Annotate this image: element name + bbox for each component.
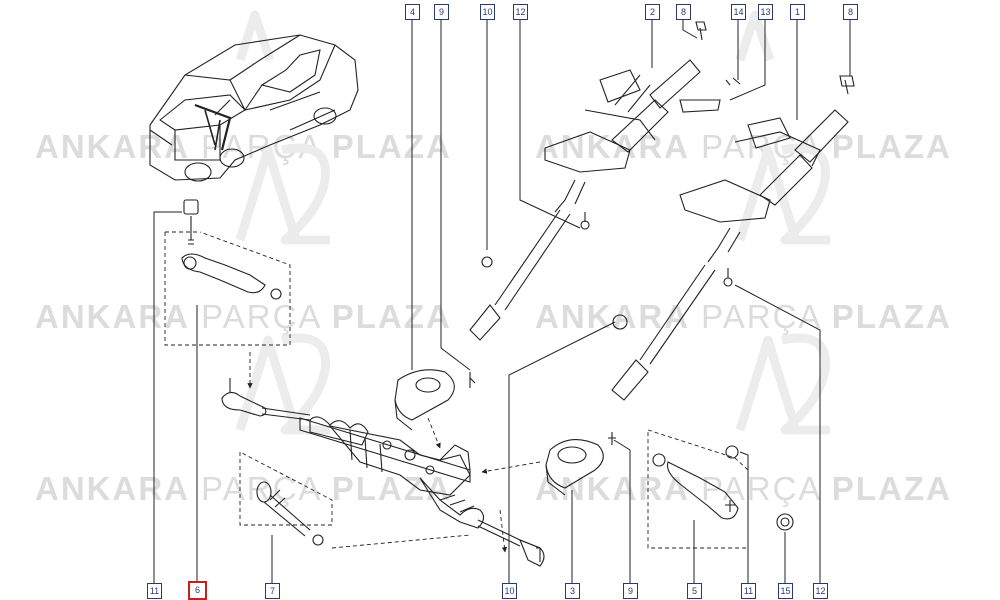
steering-column-upper-right — [608, 75, 855, 445]
watermark-logo — [235, 10, 830, 435]
steering-rack — [299, 416, 541, 549]
callout-part-1: 1 — [790, 4, 805, 20]
callout-part-4: 4 — [405, 4, 420, 20]
watermark-text: ANKARA PARÇA PLAZA — [535, 298, 952, 335]
callout-part-8: 8 — [676, 4, 691, 20]
callout-part-8: 8 — [843, 4, 858, 20]
callout-part-14: 14 — [731, 4, 746, 20]
tie-rod-end-right — [647, 429, 794, 549]
assembly-arrows — [247, 352, 541, 553]
callout-part-10: 10 — [480, 4, 495, 20]
callout-part-7: 7 — [265, 583, 280, 599]
callout-part-12: 12 — [813, 583, 828, 599]
callout-part-2: 2 — [645, 4, 660, 20]
callout-part-12: 12 — [513, 4, 528, 20]
callout-part-15: 15 — [778, 583, 793, 599]
watermark-text: ANKARA PARÇA PLAZA — [35, 298, 452, 335]
rack-mount-bracket-left — [394, 369, 455, 431]
callout-part-5: 5 — [687, 583, 702, 599]
callout-part-11: 11 — [147, 583, 162, 599]
callout-part-10: 10 — [502, 583, 517, 599]
inner-tie-rod — [239, 451, 471, 549]
callout-part-11: 11 — [741, 583, 756, 599]
callout-part-6-highlighted: 6 — [188, 581, 207, 600]
callout-part-3: 3 — [565, 583, 580, 599]
car-illustration — [149, 34, 359, 182]
watermark-text: ANKARA PARÇA PLAZA — [535, 470, 952, 507]
tie-rod-end-rack-right — [519, 539, 545, 567]
tie-rod-left-outer — [221, 378, 311, 421]
tie-rod-end-left — [164, 199, 291, 346]
callout-part-9: 9 — [434, 4, 449, 20]
callout-part-9: 9 — [623, 583, 638, 599]
rack-mount-bracket-right — [545, 439, 604, 496]
steering-column-upper-left — [469, 21, 741, 388]
callout-part-13: 13 — [758, 4, 773, 20]
leader-lines — [153, 16, 851, 583]
